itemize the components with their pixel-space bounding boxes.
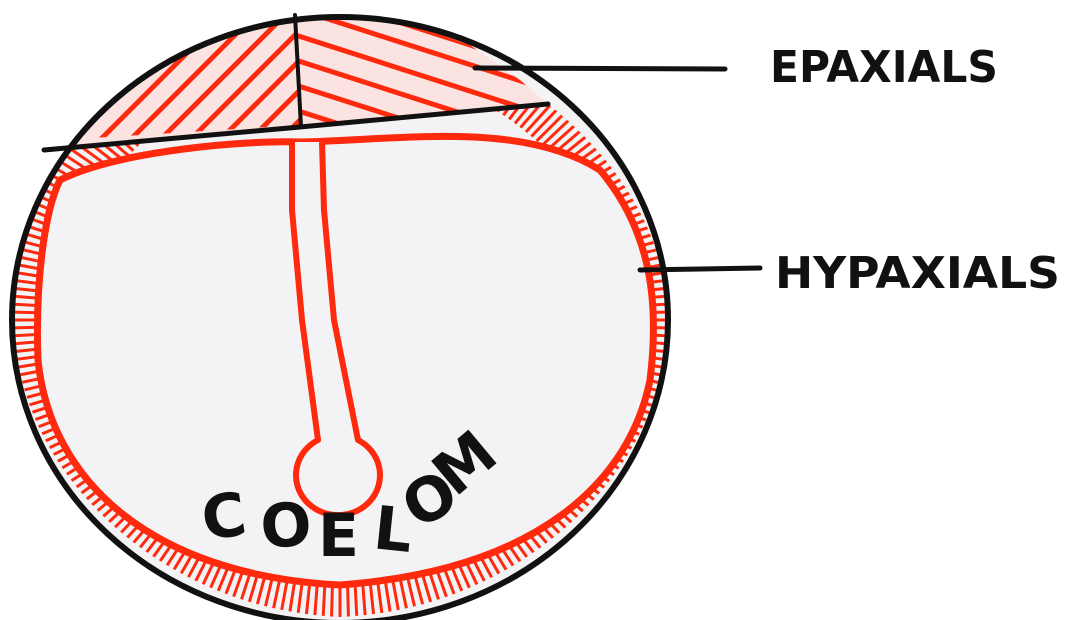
hypaxials-leader-line: [640, 268, 760, 270]
coelom-label-letter: O: [258, 490, 314, 563]
epaxials-label: EPAXIALS: [770, 42, 998, 93]
epaxials-leader-line: [475, 68, 725, 69]
hypaxials-label: HYPAXIALS: [775, 248, 1060, 299]
coelom-label-letter: E: [318, 501, 359, 571]
